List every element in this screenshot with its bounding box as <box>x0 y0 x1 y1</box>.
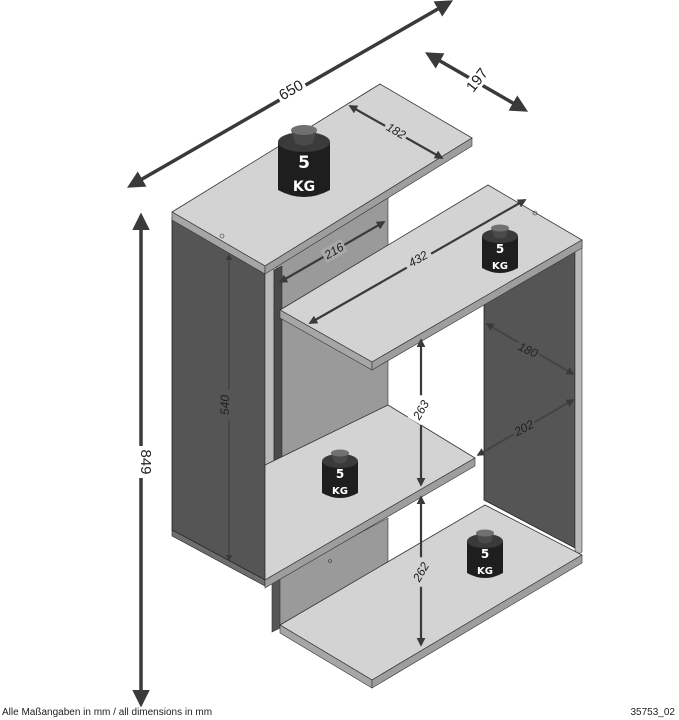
weight-icon-bottom: 5 KG <box>467 529 503 578</box>
svg-text:KG: KG <box>332 486 348 497</box>
svg-text:5: 5 <box>298 153 310 173</box>
label-540: 540 <box>218 395 232 415</box>
drawing-code: 35753_02 <box>630 707 676 718</box>
svg-text:5: 5 <box>496 242 504 256</box>
weight-icon-lower-left: 5 KG <box>322 449 358 498</box>
svg-text:5: 5 <box>336 467 344 481</box>
svg-text:KG: KG <box>477 566 493 577</box>
svg-text:KG: KG <box>492 261 508 272</box>
shelf-body <box>171 83 583 689</box>
label-197: 197 <box>463 65 492 95</box>
label-849: 849 <box>137 449 154 474</box>
svg-text:5: 5 <box>481 547 489 561</box>
weight-icon-top: 5 KG <box>278 125 330 197</box>
weight-icon-middle-shelf: 5 KG <box>482 224 518 273</box>
dimensions-note: Alle Maßangaben in mm / all dimensions i… <box>2 707 213 718</box>
svg-text:KG: KG <box>293 179 315 195</box>
